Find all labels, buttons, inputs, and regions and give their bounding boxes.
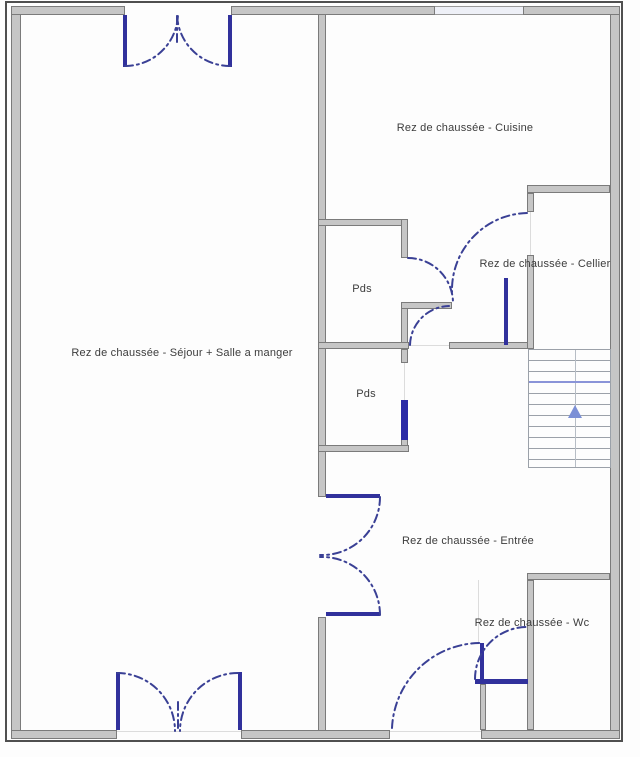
door-leaf-entree-bottom <box>326 612 380 616</box>
wall-sejour-divider-upper <box>318 14 326 497</box>
wall-wc-left <box>527 580 534 730</box>
door-leaf-wc <box>475 679 528 684</box>
wall-entree-wc-stub <box>480 684 486 730</box>
guide-front-door <box>390 731 481 732</box>
wall-outer-bottom-left <box>11 730 117 739</box>
door-arc-bottom-left <box>116 672 176 732</box>
wall-cellier-left-lower <box>527 255 534 349</box>
wall-wc-top <box>527 573 610 580</box>
door-arc-hall <box>409 305 450 346</box>
room-label-pds1: Pds <box>352 283 372 295</box>
door-arc-entree-bottom <box>319 555 381 616</box>
door-leaf-front <box>480 643 484 684</box>
staircase <box>528 349 611 468</box>
door-arc-front <box>391 641 482 729</box>
door-arc-top-left <box>124 13 179 67</box>
wall-pds2-right-upper <box>401 349 408 363</box>
wall-pds2-bottom <box>318 445 409 452</box>
room-label-entree: Rez de chaussée - Entrée <box>402 535 534 547</box>
room-label-wc: Rez de chaussée - Wc <box>474 617 590 629</box>
wall-outer-bottom-mid <box>241 730 390 739</box>
door-leaf-top-right <box>228 15 232 67</box>
guide-entree-wc <box>478 580 479 643</box>
staircase-accent-line <box>529 381 610 383</box>
stairs-up-arrow-icon <box>568 405 582 418</box>
outer-boundary <box>5 1 623 742</box>
door-arc-entree-top <box>319 496 381 557</box>
guide-cellier-opening <box>530 212 531 255</box>
wall-hall-stub <box>401 302 452 309</box>
wall-outer-bottom-right <box>481 730 620 739</box>
guide-bottom-door <box>117 731 241 732</box>
wall-outer-top-right <box>523 6 620 15</box>
wall-cellier-left-upper <box>527 193 534 212</box>
wall-outer-top-mid <box>231 6 435 15</box>
door-arc-pds1 <box>407 257 454 304</box>
door-arc-top-right <box>176 13 231 67</box>
room-label-pds2: Pds <box>356 388 376 400</box>
wall-cellier-top <box>527 185 610 193</box>
window-cuisine <box>435 6 523 15</box>
door-leaf-bottom-left <box>116 672 120 730</box>
wall-sejour-divider-lower <box>318 617 326 731</box>
guide-pds2-opening <box>404 363 405 400</box>
door-leaf-bottom-right <box>238 672 242 730</box>
wall-mid-horizontal-left <box>318 342 409 349</box>
room-label-sejour: Rez de chaussée - Séjour + Salle a mange… <box>71 347 293 359</box>
door-arc-wc <box>474 626 528 680</box>
room-label-cuisine: Rez de chaussée - Cuisine <box>396 122 534 134</box>
door-leaf-entree-top <box>326 494 380 498</box>
door-pds2-panel <box>401 400 408 440</box>
door-arc-cellier <box>450 212 528 293</box>
wall-pds1-right-upper <box>401 219 408 258</box>
door-leaf-top-left <box>123 15 127 67</box>
room-label-cellier: Rez de chaussée - Cellier <box>479 258 611 270</box>
door-arc-bottom-right <box>179 672 239 732</box>
wall-outer-top-left <box>11 6 125 15</box>
door-leaf-cellier <box>504 278 508 345</box>
guide-hall-opening <box>409 345 449 346</box>
